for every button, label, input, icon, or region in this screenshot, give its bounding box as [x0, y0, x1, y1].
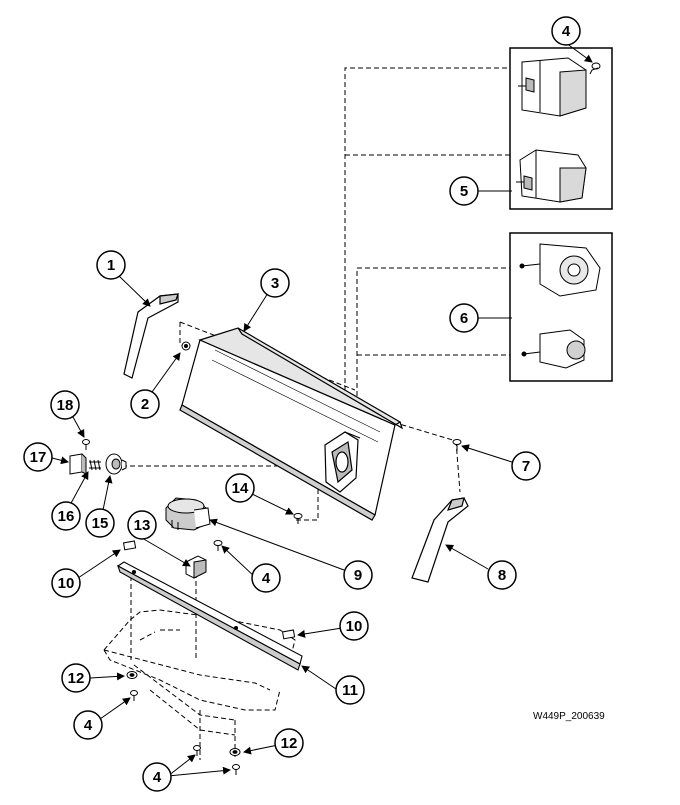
callout-12-bottom-label: 12 — [281, 735, 298, 752]
callout-4-left-label: 4 — [84, 717, 93, 734]
callout-4-top-label: 4 — [562, 23, 571, 40]
screw-4-bottom-a — [193, 745, 201, 756]
callout-4-left: 4 — [73, 710, 103, 740]
washer-12-left — [126, 671, 138, 679]
leader-lines — [51, 42, 593, 777]
callout-17: 17 — [23, 442, 53, 472]
screw-14 — [293, 513, 303, 524]
callout-6: 6 — [449, 303, 479, 333]
selector-switch-lower — [521, 329, 586, 369]
callout-14: 14 — [225, 473, 255, 503]
timer-upper — [518, 57, 587, 117]
screw-4-left — [130, 690, 138, 701]
callout-4-bottom: 4 — [142, 762, 172, 792]
callout-15-label: 15 — [92, 515, 109, 532]
timer-box-5 — [509, 47, 613, 210]
timer-lower — [516, 149, 587, 203]
callout-10-left-label: 10 — [58, 575, 75, 592]
callout-8: 8 — [487, 560, 517, 590]
callout-12-bottom: 12 — [274, 728, 304, 758]
callout-1: 1 — [96, 250, 126, 280]
callout-4-top: 4 — [551, 16, 581, 46]
callout-3-label: 3 — [271, 275, 279, 292]
callout-7: 7 — [511, 451, 541, 481]
washer-12-bottom — [229, 748, 241, 756]
buzzer-9 — [165, 497, 211, 531]
callout-7-label: 7 — [522, 458, 530, 475]
callout-11-label: 11 — [342, 682, 358, 699]
callout-12-left: 12 — [61, 663, 91, 693]
callout-12-left-label: 12 — [68, 670, 85, 687]
callout-5-label: 5 — [460, 183, 468, 200]
callout-10-left: 10 — [51, 568, 81, 598]
clip-2 — [181, 341, 191, 351]
callout-10-right-label: 10 — [346, 618, 363, 635]
bracket-11 — [116, 561, 303, 671]
callout-2-label: 2 — [141, 396, 149, 413]
timer-box-6 — [509, 232, 613, 382]
spring-16 — [89, 459, 101, 471]
screw-4-buzzer — [213, 540, 223, 551]
control-panel — [179, 327, 404, 521]
callout-8-label: 8 — [498, 567, 506, 584]
pad-10-left — [122, 540, 137, 551]
callout-9: 9 — [343, 560, 373, 590]
callout-16: 16 — [51, 501, 81, 531]
callout-14-label: 14 — [232, 480, 249, 497]
pad-10-right — [281, 629, 296, 640]
callout-6-label: 6 — [460, 310, 468, 327]
callout-4-buzzer: 4 — [251, 563, 281, 593]
callout-15: 15 — [85, 508, 115, 538]
callout-3: 3 — [260, 268, 290, 298]
callout-1-label: 1 — [107, 257, 115, 274]
screw-7 — [452, 439, 462, 451]
end-cap-left — [123, 293, 179, 379]
end-cap-right — [411, 497, 469, 583]
callout-16-label: 16 — [58, 508, 75, 525]
callout-13: 13 — [127, 510, 157, 540]
callout-9-label: 9 — [354, 567, 362, 584]
selector-switch-upper — [519, 243, 601, 297]
screw-4-top — [589, 62, 601, 75]
callout-18-label: 18 — [57, 397, 74, 414]
callout-10-right: 10 — [339, 611, 369, 641]
callout-17-label: 17 — [30, 449, 47, 466]
callout-13-label: 13 — [134, 517, 151, 534]
switch-13 — [185, 555, 207, 579]
screw-4-bottom-b — [232, 764, 240, 775]
screw-18 — [82, 439, 90, 450]
callouts: 1 2 3 4 5 6 7 8 9 4 13 10 10 11 12 4 12 … — [23, 16, 581, 792]
bushing-15 — [105, 453, 127, 475]
drawing-id: W449P_200639 — [533, 711, 605, 722]
callout-11: 11 — [335, 675, 365, 705]
callout-4-buzzer-label: 4 — [262, 570, 271, 587]
callout-5: 5 — [449, 176, 479, 206]
callout-2: 2 — [130, 389, 160, 419]
knob-17 — [69, 453, 87, 475]
callout-4-bottom-label: 4 — [153, 769, 162, 786]
callout-18: 18 — [50, 390, 80, 420]
